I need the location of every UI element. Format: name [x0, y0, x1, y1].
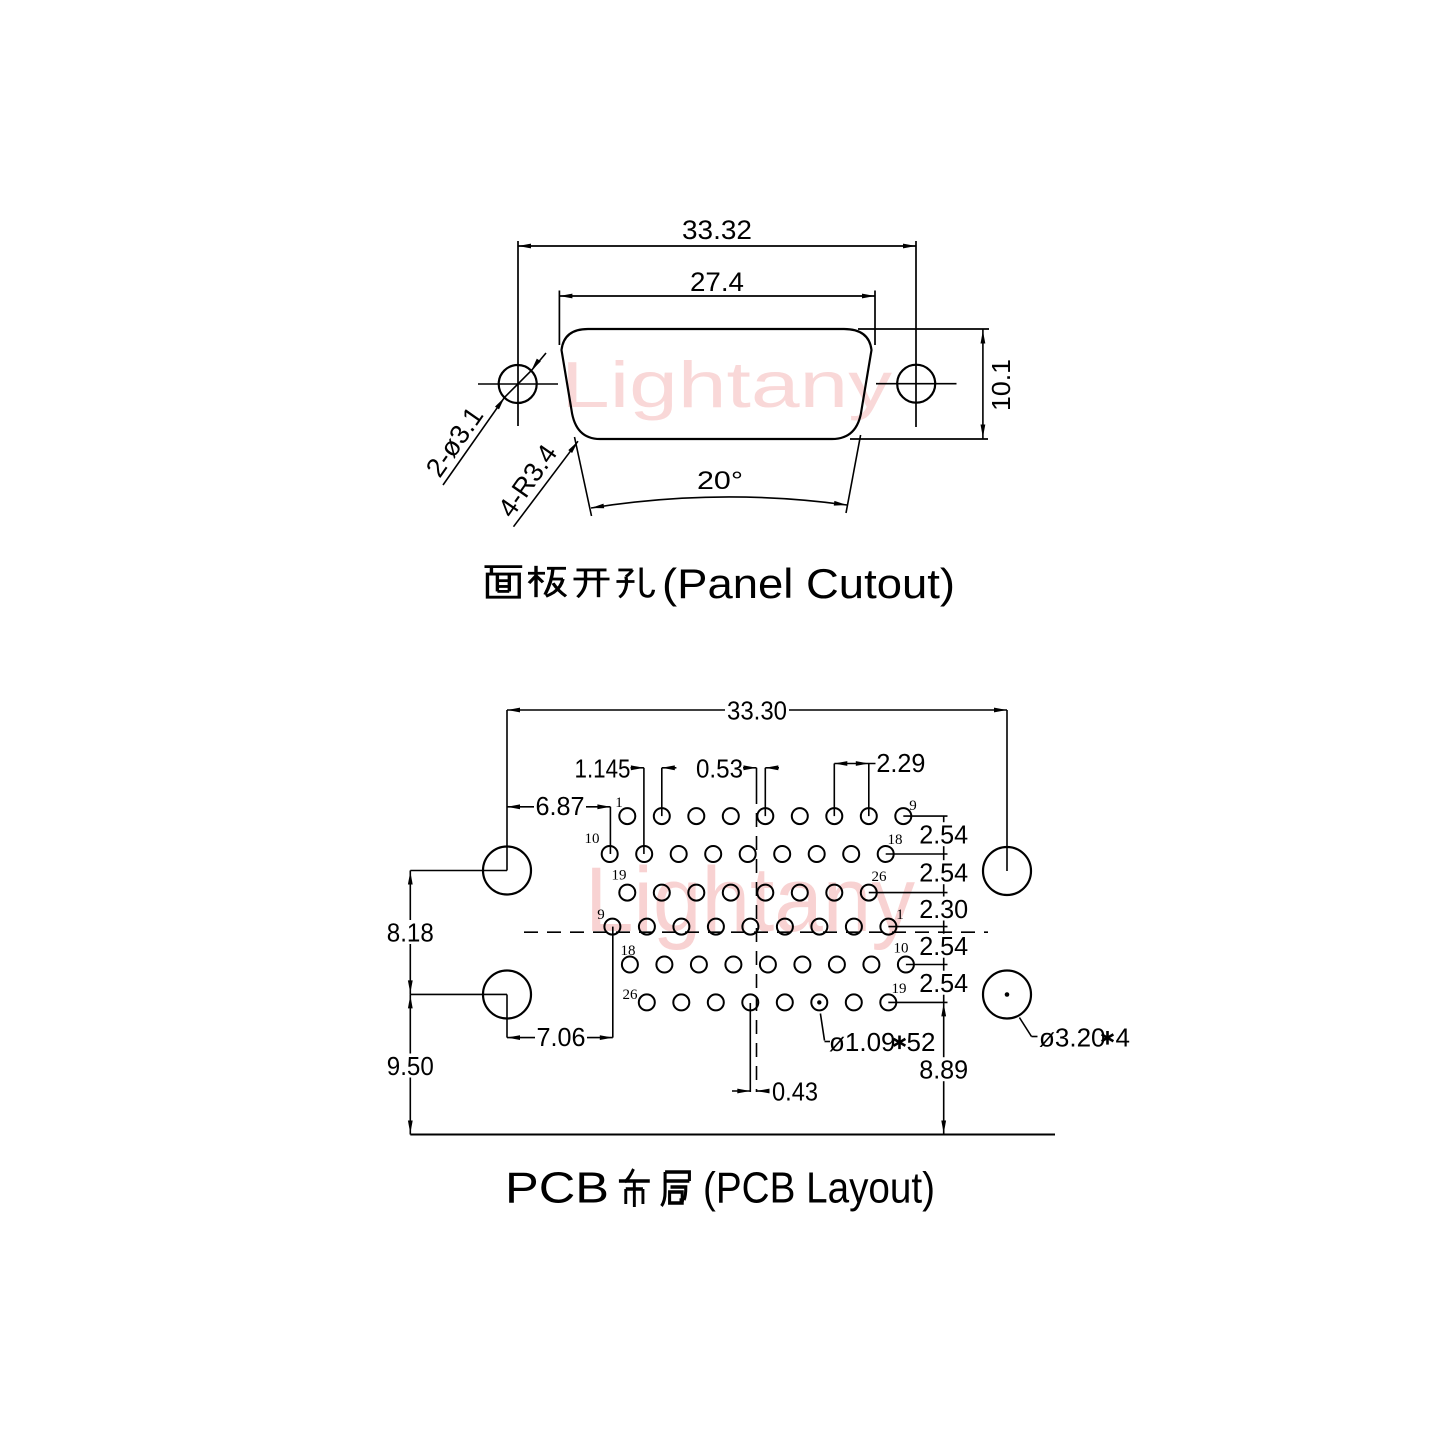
- svg-text:9.50: 9.50: [387, 1051, 434, 1081]
- svg-text:(PCB Layout): (PCB Layout): [703, 1163, 935, 1212]
- svg-text:0.43: 0.43: [772, 1077, 818, 1107]
- svg-text:ø3.20: ø3.20: [1039, 1023, 1106, 1053]
- svg-text:19: 19: [612, 868, 627, 884]
- svg-text:2.54: 2.54: [919, 820, 968, 850]
- svg-text:26: 26: [623, 987, 639, 1003]
- svg-text:2.29: 2.29: [876, 748, 925, 778]
- svg-text:1: 1: [615, 795, 623, 811]
- svg-text:8.18: 8.18: [387, 918, 434, 948]
- svg-text:10: 10: [894, 940, 909, 956]
- svg-text:2.54: 2.54: [919, 931, 968, 961]
- svg-text:8.89: 8.89: [919, 1055, 968, 1085]
- svg-text:6.87: 6.87: [536, 791, 585, 821]
- svg-text:7.06: 7.06: [537, 1022, 586, 1052]
- svg-text:2-ø3.1: 2-ø3.1: [420, 401, 489, 482]
- svg-text:26: 26: [872, 869, 888, 885]
- svg-text:1.145: 1.145: [575, 754, 631, 784]
- svg-text:2.30: 2.30: [919, 894, 968, 924]
- svg-text:52: 52: [907, 1027, 936, 1057]
- svg-text:PCB: PCB: [505, 1163, 609, 1212]
- svg-text:18: 18: [621, 943, 636, 959]
- svg-text:2.54: 2.54: [919, 858, 968, 888]
- svg-text:33.30: 33.30: [727, 696, 787, 726]
- svg-text:(Panel Cutout): (Panel Cutout): [662, 560, 955, 607]
- svg-text:9: 9: [597, 907, 605, 923]
- svg-text:9: 9: [909, 798, 917, 814]
- svg-text:10.1: 10.1: [986, 359, 1016, 411]
- svg-text:20°: 20°: [697, 467, 743, 495]
- svg-text:ø1.09: ø1.09: [829, 1027, 896, 1057]
- svg-text:27.4: 27.4: [690, 267, 744, 297]
- svg-text:19: 19: [892, 981, 907, 997]
- svg-text:33.32: 33.32: [682, 215, 752, 245]
- svg-text:2.54: 2.54: [919, 968, 968, 998]
- svg-text:18: 18: [888, 832, 903, 848]
- svg-text:0.53: 0.53: [696, 754, 743, 784]
- svg-text:4-R3.4: 4-R3.4: [492, 439, 563, 523]
- svg-text:10: 10: [585, 831, 600, 847]
- svg-text:4: 4: [1116, 1023, 1130, 1053]
- svg-text:Lightany: Lightany: [561, 348, 893, 421]
- svg-text:1: 1: [896, 907, 904, 923]
